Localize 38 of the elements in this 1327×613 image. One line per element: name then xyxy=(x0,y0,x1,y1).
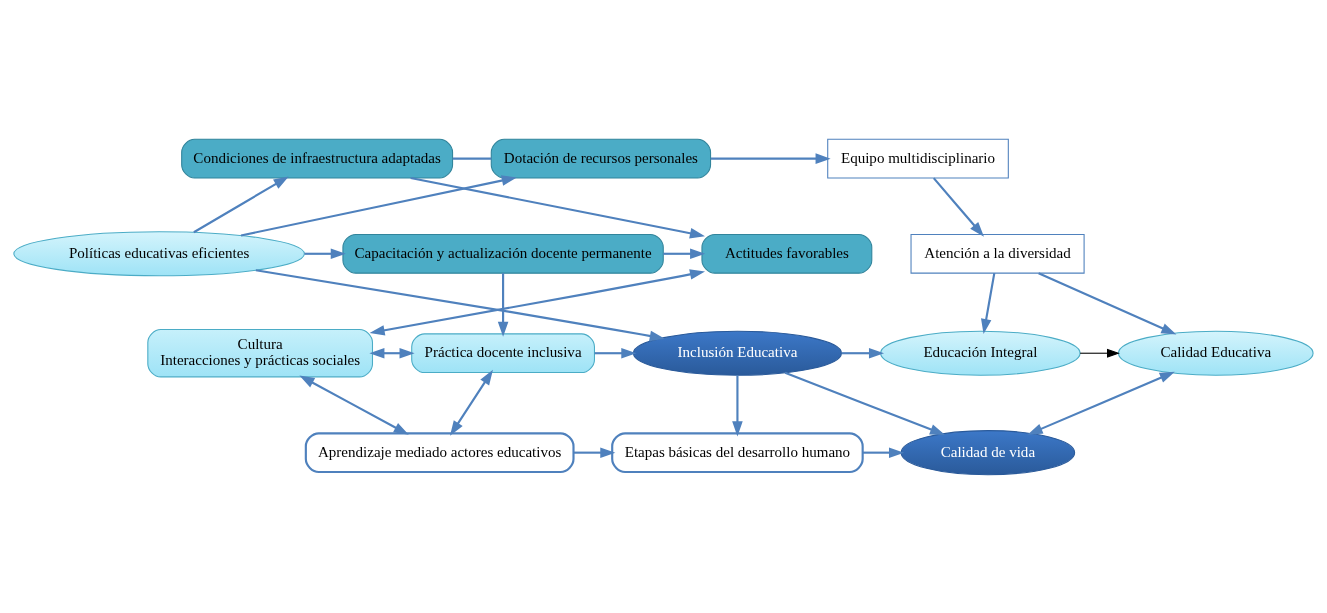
arrow xyxy=(594,347,637,358)
node-ellipse: Calidad Educativa xyxy=(1117,330,1314,376)
arrow xyxy=(981,272,996,334)
node-box: Aprendizaje mediado actores educativos xyxy=(304,431,575,473)
arrow xyxy=(784,371,946,435)
arrow xyxy=(369,347,415,358)
arrow xyxy=(573,446,616,458)
arrow xyxy=(1079,348,1120,358)
node-box: Dotación de recursos personales xyxy=(490,138,712,179)
arrow xyxy=(369,268,706,336)
arrow xyxy=(450,369,493,436)
node-box: Atención a la diversidad xyxy=(910,233,1085,274)
node-box: Equipo multidisciplinario xyxy=(827,138,1009,179)
arrow xyxy=(732,374,743,436)
arrow xyxy=(663,248,706,259)
arrow xyxy=(862,446,905,458)
arrow xyxy=(410,176,705,238)
arrow xyxy=(255,268,665,341)
arrow xyxy=(841,347,885,358)
node-box: Cultura Interacciones y prácticas sociales xyxy=(147,328,374,377)
arrow xyxy=(193,175,289,233)
node-ellipse: Calidad de vida xyxy=(900,429,1076,475)
arrow xyxy=(1027,371,1175,435)
node-box: Actitudes favorables xyxy=(701,233,873,274)
node-box: Capacitación y actualización docente permanente xyxy=(342,233,664,274)
arrow xyxy=(304,248,346,259)
arrow xyxy=(710,152,831,164)
arrow xyxy=(299,375,409,435)
arrow xyxy=(1038,271,1177,335)
node-ellipse: Políticas educativas eficientes xyxy=(13,230,305,276)
node-ellipse: Educación Integral xyxy=(880,330,1081,376)
arrow xyxy=(932,176,984,237)
node-box: Práctica docente inclusiva xyxy=(411,332,595,373)
node-box: Condiciones de infraestructura adaptadas xyxy=(181,138,454,179)
connector xyxy=(452,157,492,160)
node-box: Etapas básicas del desarrollo humano xyxy=(611,431,864,473)
arrow xyxy=(497,272,509,337)
arrow xyxy=(240,174,517,237)
